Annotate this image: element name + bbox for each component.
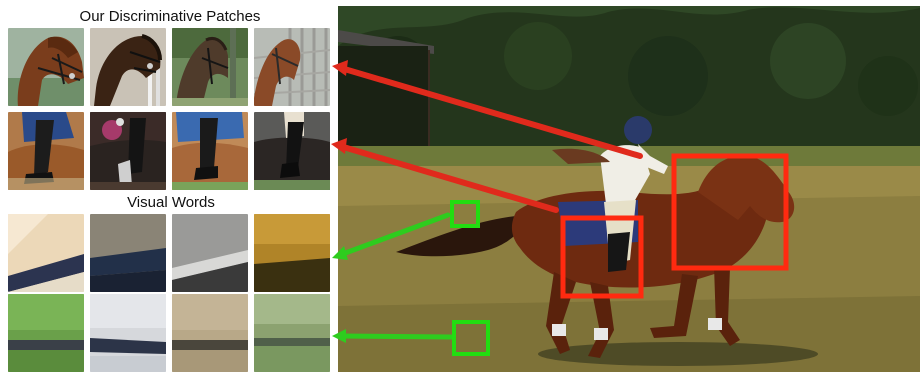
patch-rider-leg-3	[172, 112, 248, 190]
word-arrow-lower	[337, 333, 455, 340]
patch-arrow-head	[338, 65, 643, 159]
word-arrow-upper	[337, 212, 451, 258]
word-box-lower	[452, 320, 490, 356]
patch-arrow-saddle-tip	[331, 138, 347, 154]
visual-word-3	[172, 214, 248, 292]
patch-rider-leg-1	[8, 112, 84, 190]
visual-words-caption: Visual Words	[127, 194, 215, 211]
horse-rider-photo	[338, 6, 920, 372]
patch-arrow-head-tip	[332, 60, 348, 76]
discriminative-patches-caption: Our Discriminative Patches	[79, 8, 261, 25]
word-box-upper	[450, 200, 480, 228]
patch-horse-head-4	[254, 28, 330, 106]
patch-horse-head-2	[90, 28, 166, 106]
visual-word-2	[90, 214, 166, 292]
visual-word-5	[8, 294, 84, 372]
patch-arrow-saddle	[337, 143, 559, 213]
word-arrow-upper-tip	[332, 246, 348, 260]
visual-word-4	[254, 214, 330, 292]
word-arrow-lower-tip	[332, 329, 346, 343]
visual-word-6	[90, 294, 166, 372]
patch-horse-head-3	[172, 28, 248, 106]
patch-rider-leg-2	[90, 112, 166, 190]
patch-rider-leg-4	[254, 112, 330, 190]
patch-horse-head-1	[8, 28, 84, 106]
patch-box-saddle	[560, 215, 644, 299]
visual-word-8	[254, 294, 330, 372]
visual-word-1	[8, 214, 84, 292]
visual-word-7	[172, 294, 248, 372]
patch-box-head	[671, 153, 789, 271]
